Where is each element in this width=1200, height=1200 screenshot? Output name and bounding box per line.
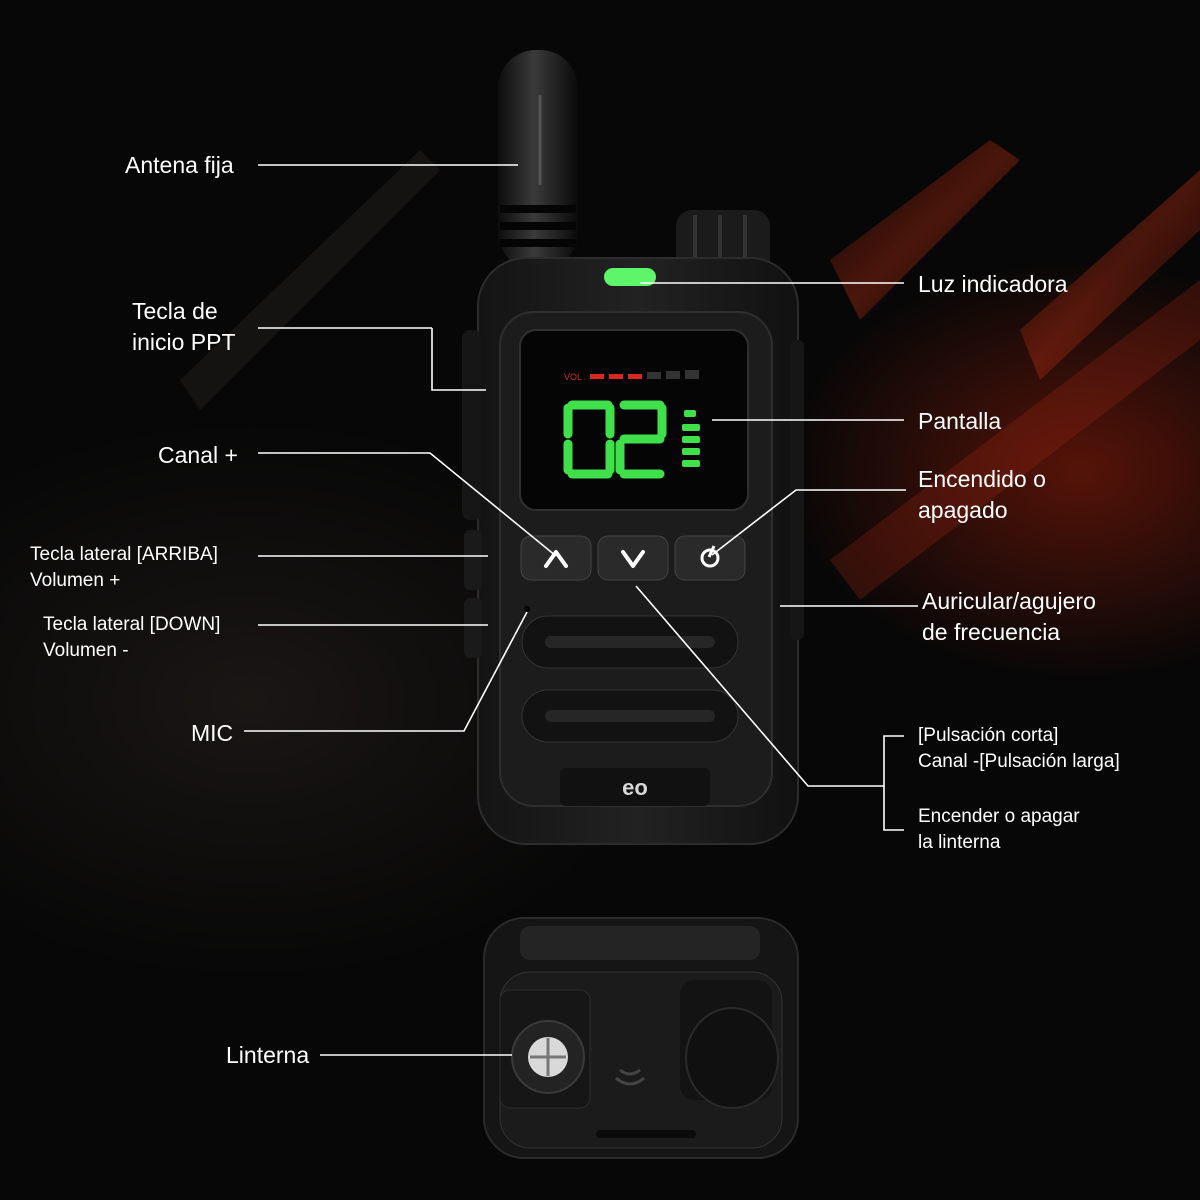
leader-ptt (431, 328, 486, 391)
label-side-key-up: Tecla lateral [ARRIBA]Volumen + (30, 544, 218, 591)
leader-mic (244, 611, 528, 732)
leader-channel-down (635, 585, 884, 787)
radio-front-view: VOL eo (462, 50, 804, 845)
leader-bracket (883, 735, 904, 831)
signal-bars (682, 410, 700, 467)
power-key (674, 535, 746, 581)
radio-top-view (483, 917, 799, 1159)
leader-channel-up (258, 452, 557, 557)
label-fixed-antenna: Antena fija (125, 152, 234, 178)
channel-down-key (597, 535, 669, 581)
svg-text:VOL: VOL (564, 372, 582, 382)
label-side-key-down: Tecla lateral [DOWN]Volumen - (43, 614, 221, 661)
leader-lines (244, 164, 918, 1056)
label-indicator-light: Luz indicadora (918, 271, 1068, 297)
leader-power (711, 489, 906, 556)
label-channel-minus: [Pulsación corta]Canal -[Pulsación larga… (918, 725, 1120, 772)
background-streaks (180, 140, 1200, 600)
brand-logo: eo (622, 775, 648, 800)
label-channel-plus: Canal + (158, 442, 238, 468)
label-screen: Pantalla (918, 408, 1002, 434)
label-flashlight: Linterna (226, 1042, 310, 1068)
channel-up-key (520, 535, 592, 581)
mic-hole (524, 606, 530, 612)
top-knob-view (685, 1007, 779, 1109)
label-mic: MIC (191, 720, 234, 746)
channel-digits (563, 400, 667, 479)
antenna-shape (498, 50, 578, 270)
indicator-led (604, 268, 656, 286)
